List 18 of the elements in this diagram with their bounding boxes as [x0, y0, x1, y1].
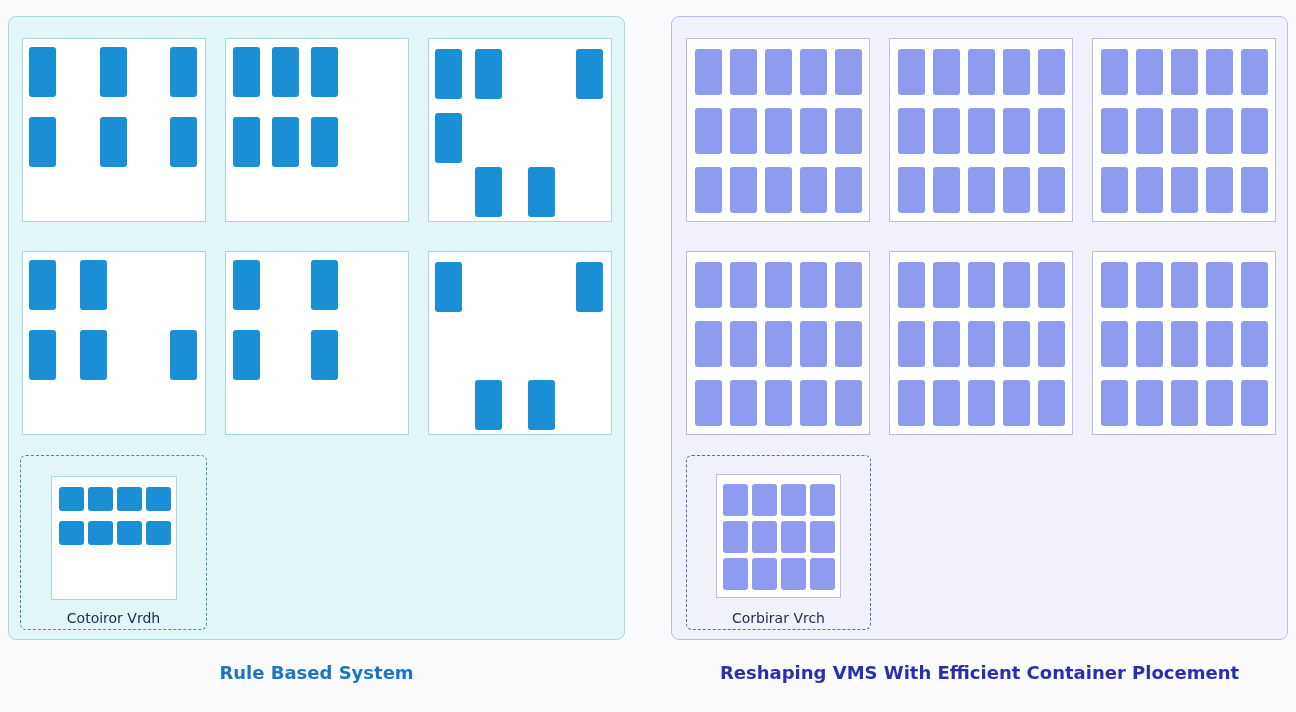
vm-box	[428, 38, 612, 222]
vm-box	[428, 251, 612, 435]
vm-box	[225, 251, 409, 435]
vm-box	[1092, 251, 1276, 435]
frame-label: Cotoiror Vrdh	[65, 610, 162, 626]
vm-box	[686, 251, 870, 435]
vm-box	[22, 38, 206, 222]
vm-box	[686, 38, 870, 222]
vm-box	[225, 38, 409, 222]
vm-box	[1092, 38, 1276, 222]
vm-box	[22, 251, 206, 435]
vm-box	[716, 474, 841, 598]
panel-title: Rule Based System	[218, 662, 415, 683]
vm-box	[889, 38, 1073, 222]
vm-box	[51, 476, 177, 600]
vm-box	[889, 251, 1073, 435]
panel-title: Reshaping VMS With Efficient Container Plocement	[718, 662, 1241, 683]
frame-label: Corbirar Vrch	[731, 610, 826, 626]
